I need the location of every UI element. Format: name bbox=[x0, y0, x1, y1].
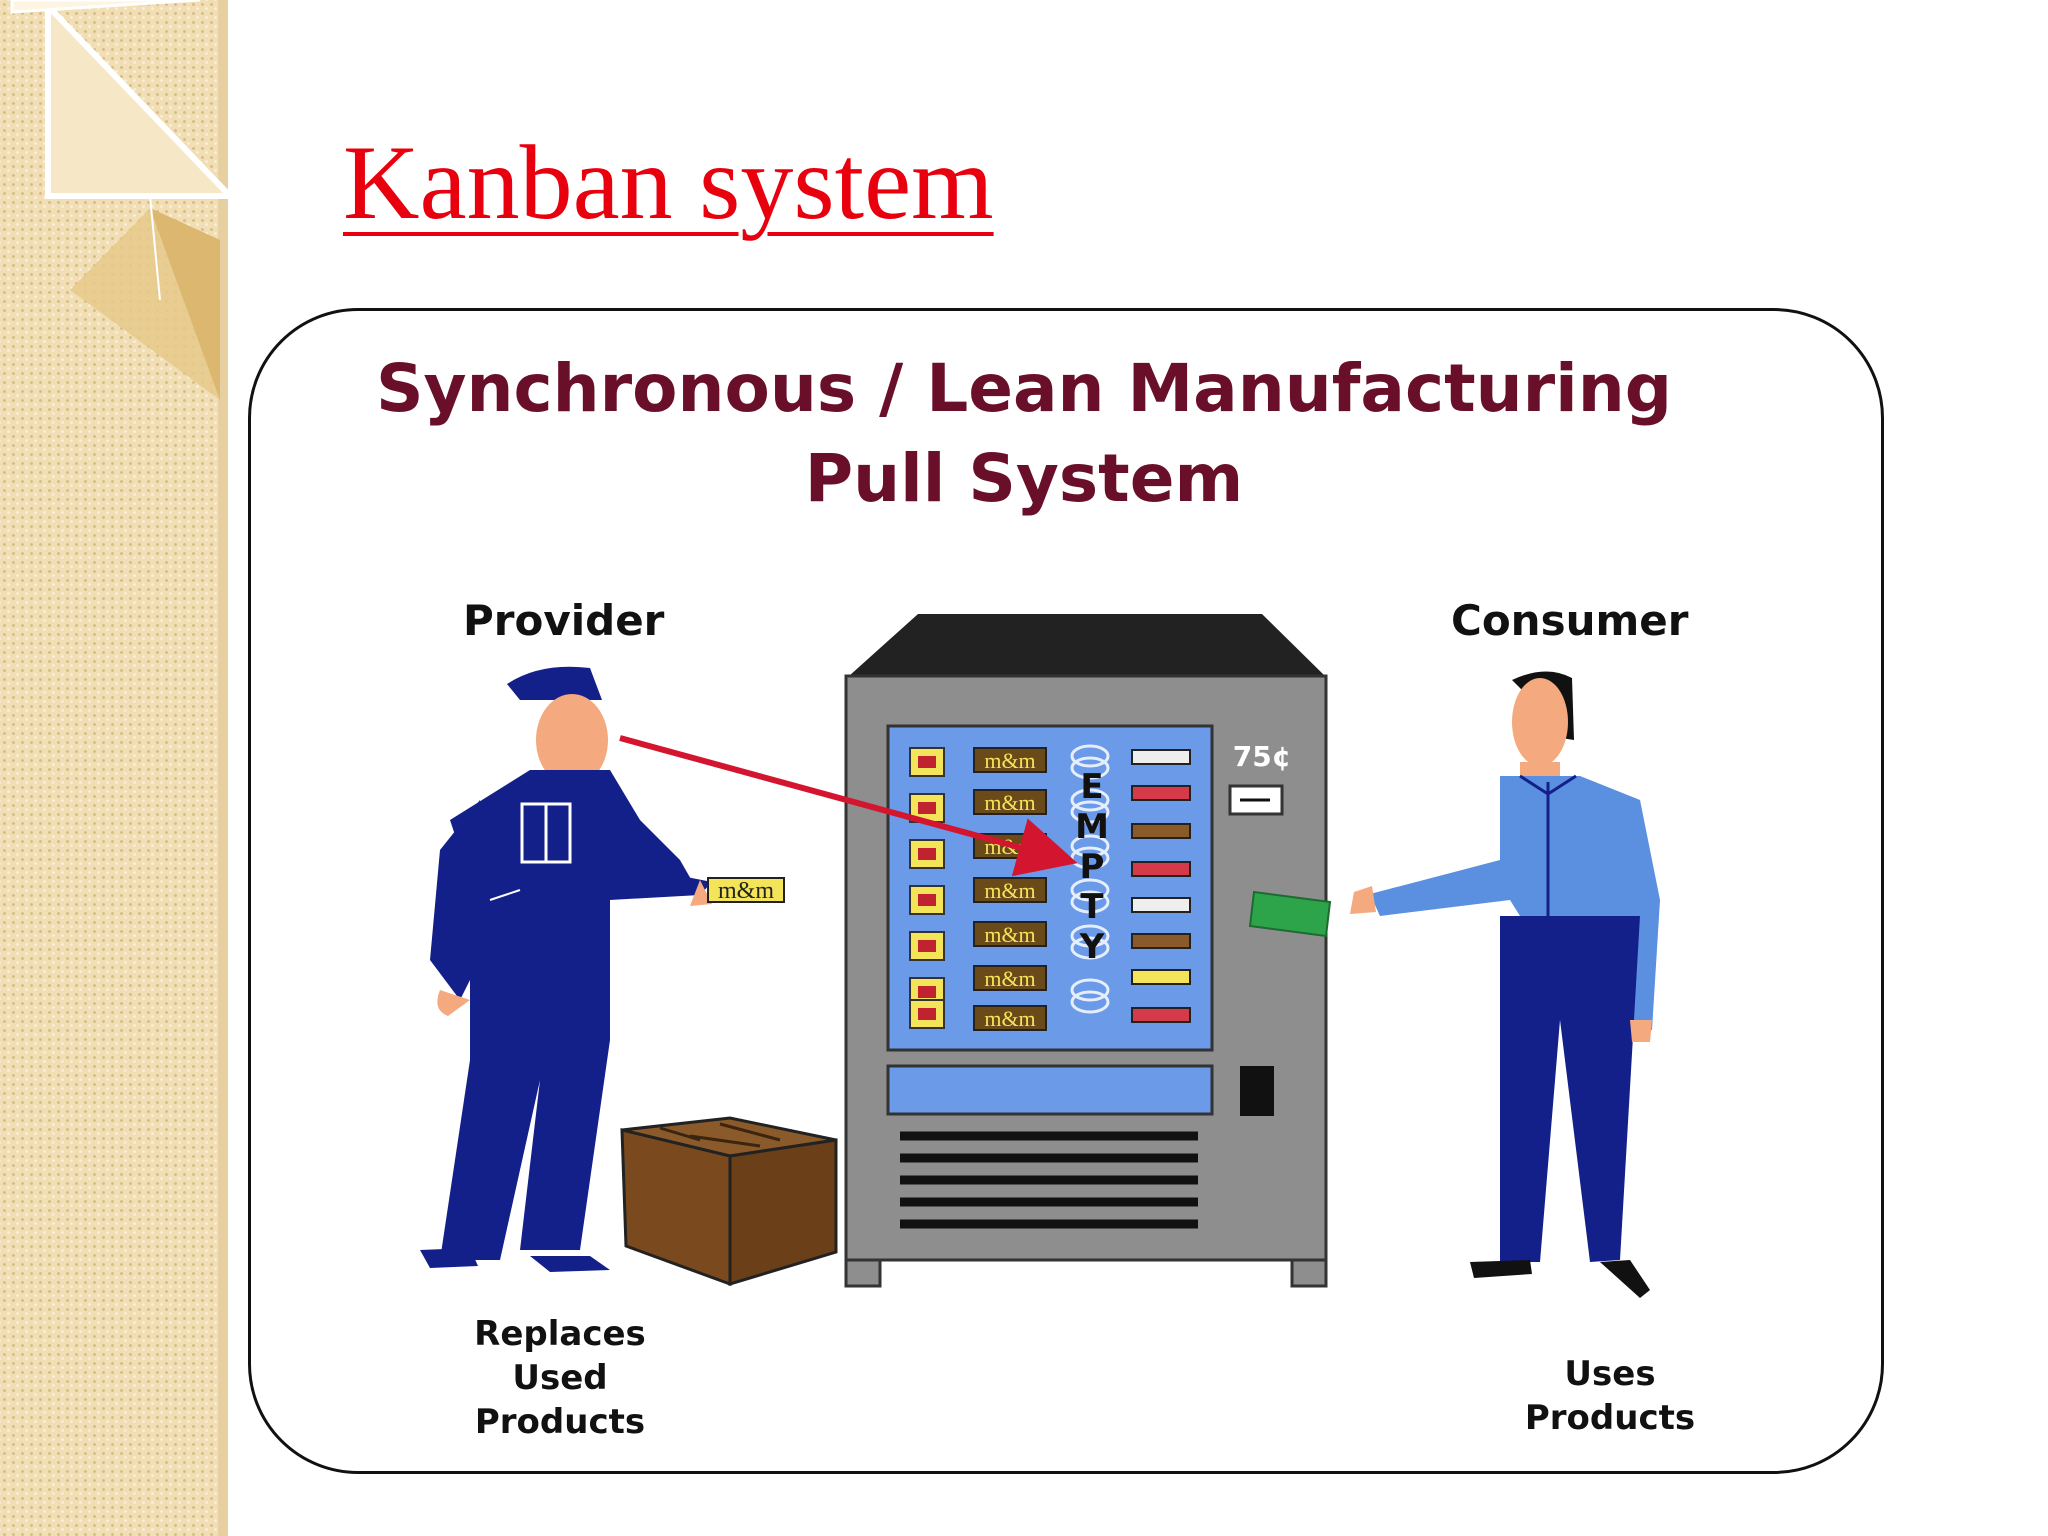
provider-caption-line-2: Used bbox=[512, 1358, 608, 1398]
pack-label: m&m bbox=[984, 922, 1035, 947]
consumer-label: Consumer bbox=[1451, 596, 1689, 645]
empty-letter: M bbox=[1075, 807, 1109, 847]
coin-return bbox=[1240, 1066, 1274, 1116]
diagram-heading-line-2: Pull System bbox=[804, 440, 1244, 517]
pack-label: m&m bbox=[984, 748, 1035, 773]
vending-machine: m&m m&m m&m m&m m&m m&m m&m E M P T Y bbox=[844, 614, 1328, 1288]
folded-paper-decoration bbox=[10, 0, 238, 400]
consumer-caption: Uses Products bbox=[1490, 1352, 1730, 1440]
empty-letter: Y bbox=[1079, 927, 1105, 967]
empty-letter: P bbox=[1080, 847, 1105, 887]
cardboard-box bbox=[620, 1116, 838, 1287]
slide-title: Kanban system bbox=[343, 124, 994, 241]
price-label: 75¢ bbox=[1233, 740, 1291, 773]
delivery-slot bbox=[886, 1064, 1214, 1116]
consumer-figure bbox=[1248, 671, 1660, 1298]
provider-caption-line-1: Replaces bbox=[474, 1314, 646, 1354]
side-band-edge bbox=[218, 0, 228, 1536]
provider-label: Provider bbox=[463, 596, 665, 645]
consumer-caption-line-2: Products bbox=[1524, 1398, 1696, 1438]
provider-caption: Replaces Used Products bbox=[430, 1312, 690, 1444]
held-pack-label: m&m bbox=[718, 878, 774, 904]
consumer-caption-line-1: Uses bbox=[1564, 1354, 1656, 1394]
pack-label: m&m bbox=[984, 878, 1035, 903]
pack-label: m&m bbox=[984, 1006, 1035, 1031]
empty-letter: T bbox=[1080, 887, 1104, 927]
provider-caption-line-3: Products bbox=[474, 1402, 646, 1442]
pack-label: m&m bbox=[984, 790, 1035, 815]
kanban-signal-arrow bbox=[619, 735, 1078, 877]
provider-figure: m&m bbox=[420, 666, 785, 1272]
money-bill bbox=[1248, 890, 1332, 938]
diagram-heading-line-1: Synchronous / Lean Manufacturing bbox=[375, 350, 1673, 427]
pack-label: m&m bbox=[984, 966, 1035, 991]
empty-letter: E bbox=[1080, 767, 1103, 807]
